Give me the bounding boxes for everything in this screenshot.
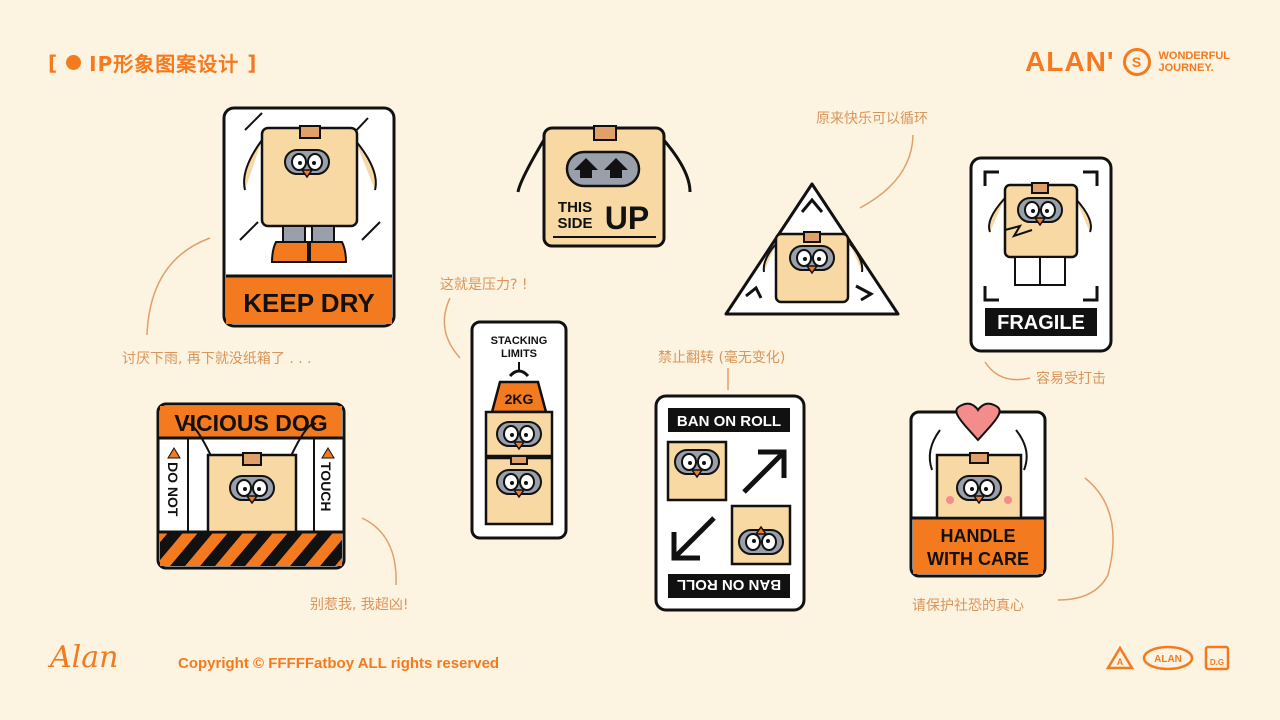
caption-pressure: 这就是压力? ! — [440, 277, 528, 293]
connector-pressure — [443, 297, 461, 359]
keep-dry-sticker: KEEP DRY — [222, 106, 396, 328]
side-label: SIDE — [557, 215, 592, 232]
bracket-open: [ — [48, 50, 59, 75]
touch-label: TOUCH — [318, 462, 334, 512]
ban-on-roll-top: BAN ON ROLL — [677, 413, 781, 430]
caption-fragile: 容易受打击 — [1036, 371, 1106, 387]
do-not-label: DO NOT — [165, 462, 181, 517]
connector-care — [1057, 477, 1114, 601]
bracket-close: ] — [247, 50, 258, 75]
connector-dog — [361, 517, 397, 586]
this-side-up-sticker: THIS SIDE UP — [516, 125, 692, 248]
title-dot-icon — [66, 55, 82, 70]
keep-dry-label: KEEP DRY — [243, 288, 375, 318]
stacking-limits-sticker: STACKING LIMITS 2KG — [470, 320, 568, 540]
recycle-triangle-sticker — [724, 182, 900, 316]
brand-tagline-1: WONDERFUL — [1158, 50, 1231, 62]
vicious-dog-sticker: VICIOUS DOG DO NOT TOUCH — [156, 402, 346, 570]
weight-label: 2KG — [505, 391, 534, 407]
footer-logo-a: A — [1117, 657, 1124, 667]
brand-tagline: WONDERFUL JOURNEY. — [1159, 50, 1231, 74]
brand-name: ALAN' — [1025, 46, 1115, 77]
copyright-text: Copyright © FFFFFatboy ALL rights reserv… — [178, 655, 500, 672]
caption-ban: 禁止翻转 (毫无变化) — [658, 350, 786, 366]
this-label: THIS — [558, 199, 592, 216]
stacking-label: STACKING — [491, 335, 548, 347]
brand-tagline-2: JOURNEY. — [1158, 62, 1214, 74]
fragile-label: FRAGILE — [997, 312, 1085, 334]
handle-label: HANDLE — [941, 526, 1016, 546]
caption-dog: 别惹我, 我超凶! — [310, 597, 409, 613]
vicious-dog-title: VICIOUS DOG — [174, 410, 327, 436]
brand-s-icon: S — [1122, 48, 1151, 76]
ban-on-roll-bottom: BAN ON ROLL — [677, 576, 781, 593]
caption-rain: 讨厌下雨, 再下就没纸箱了 . . . — [122, 351, 312, 367]
connector-fragile — [984, 361, 1031, 381]
signature: Alan — [50, 640, 119, 675]
ban-on-roll-sticker: BAN ON ROLL BAN ON ROLL — [654, 394, 806, 612]
page-title: [ IP形象图案设计 ] — [48, 48, 257, 77]
handle-with-care-sticker: HANDLE WITH CARE — [909, 402, 1047, 578]
brand-logo: ALAN' S WONDERFUL JOURNEY. — [1025, 46, 1230, 78]
limits-label: LIMITS — [501, 348, 537, 360]
connector-rain — [146, 237, 211, 336]
footer-logo-alan: ALAN — [1154, 654, 1182, 665]
up-label: UP — [605, 200, 649, 236]
connector-lines — [146, 134, 1114, 601]
with-care-label: WITH CARE — [927, 549, 1029, 569]
title-text: IP形象图案设计 — [89, 52, 240, 76]
footer-logo-dg: D.G — [1210, 658, 1224, 667]
caption-care: 请保护社恐的真心 — [912, 598, 1024, 614]
footer-logos: A ALAN D.G — [1105, 645, 1230, 671]
caption-happy: 原来快乐可以循环 — [816, 111, 928, 127]
fragile-sticker: FRAGILE — [969, 156, 1113, 353]
connector-happy — [859, 134, 914, 209]
